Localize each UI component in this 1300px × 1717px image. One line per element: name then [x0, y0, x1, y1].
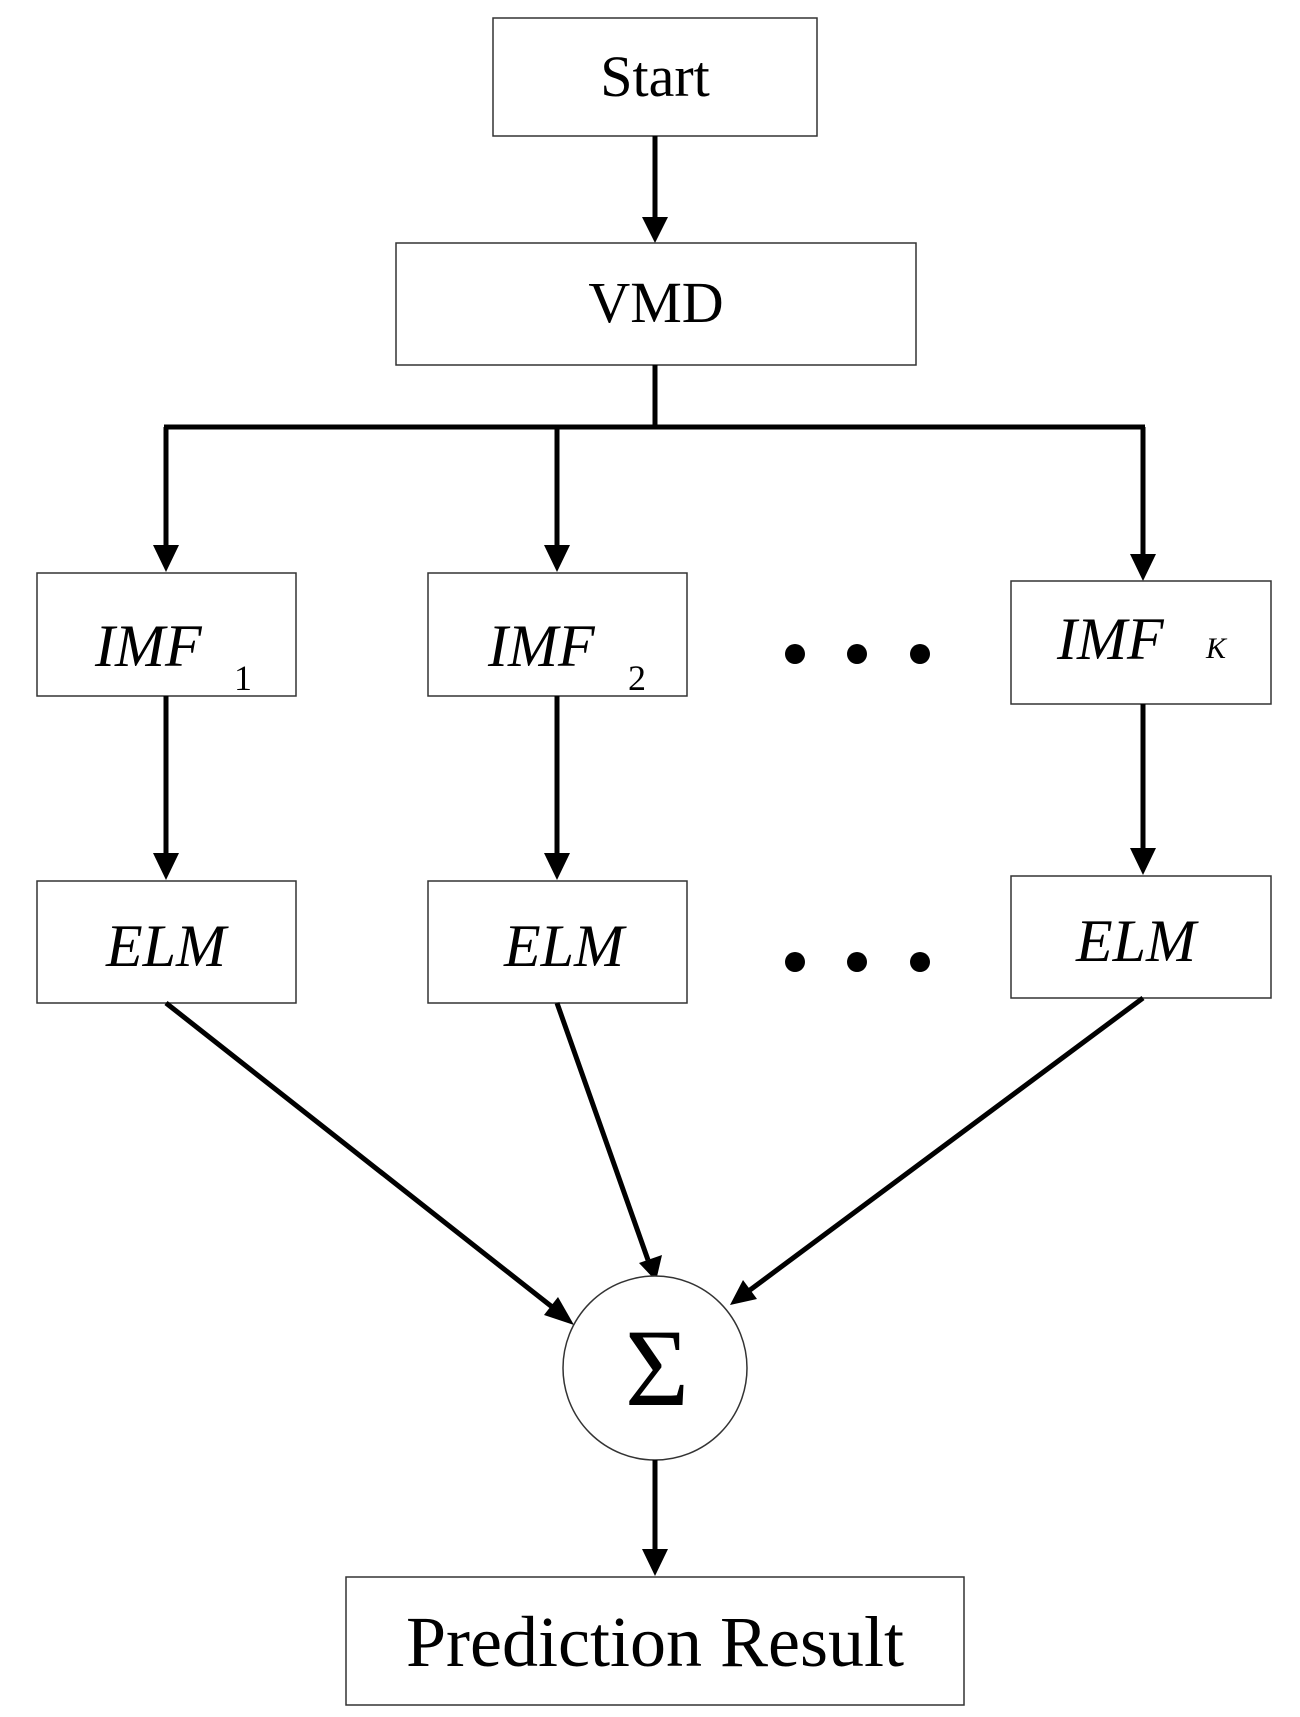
- vmd-node: VMD: [395, 242, 917, 366]
- sum-node: Σ: [562, 1275, 748, 1461]
- imf-1-subscript: 1: [234, 658, 252, 698]
- edge-imf1-elm1: [153, 696, 179, 880]
- vmd-label: VMD: [588, 270, 723, 335]
- edge-elm2-sum: [554, 1002, 662, 1281]
- elm-1-label: ELM: [105, 913, 229, 979]
- edge-imfk-elmk: [1130, 704, 1156, 875]
- edge-vmd-branch: [153, 365, 1156, 581]
- edge-imf2-elm2: [544, 696, 570, 880]
- start-node: Start: [492, 17, 818, 137]
- imf-k-node: IMF K: [1010, 580, 1272, 705]
- elm-2-node: ELM: [427, 880, 688, 1004]
- start-label: Start: [600, 44, 710, 109]
- imf-1-label: IMF: [94, 613, 203, 679]
- imf-k-label: IMF: [1056, 606, 1165, 672]
- elm-k-label: ELM: [1075, 908, 1199, 974]
- imf-2-node: IMF 2: [427, 572, 688, 698]
- imf-2-label: IMF: [487, 613, 596, 679]
- imf-1-node: IMF 1: [36, 572, 297, 698]
- result-node: Prediction Result: [345, 1576, 965, 1706]
- imf-k-subscript: K: [1205, 632, 1228, 665]
- edge-start-vmd: [642, 136, 668, 243]
- edge-sum-result: [642, 1460, 668, 1576]
- elm-k-node: ELM: [1010, 875, 1272, 999]
- edge-elm1-sum: [164, 1001, 574, 1325]
- elm-1-node: ELM: [36, 880, 297, 1004]
- ellipsis-elm: [785, 952, 930, 972]
- edge-elmk-sum: [730, 995, 1145, 1305]
- sigma-symbol: Σ: [625, 1307, 689, 1429]
- elm-2-label: ELM: [503, 913, 627, 979]
- ellipsis-imf: [785, 644, 930, 664]
- result-label: Prediction Result: [406, 1602, 904, 1682]
- imf-2-subscript: 2: [628, 658, 646, 698]
